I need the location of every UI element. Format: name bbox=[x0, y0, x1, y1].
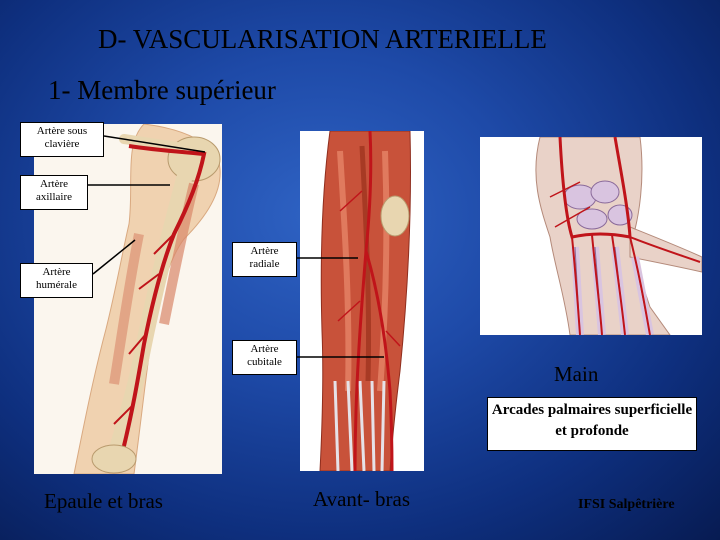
leader-line-sous-claviere bbox=[103, 135, 206, 153]
hand-illustration bbox=[480, 137, 702, 335]
forearm-illustration bbox=[300, 131, 424, 471]
caption-avant-bras: Avant- bras bbox=[313, 487, 410, 511]
slide-title: D- VASCULARISATION ARTERIELLE bbox=[98, 24, 547, 54]
label-radiale: Artère radiale bbox=[232, 242, 297, 277]
caption-epaule-bras: Epaule et bras bbox=[44, 489, 163, 513]
slide-subtitle: 1- Membre supérieur bbox=[48, 75, 276, 105]
leader-line-humerale bbox=[92, 239, 136, 275]
footer-ifsi: IFSI Salpêtrière bbox=[578, 497, 675, 512]
label-humerale: Artère humérale bbox=[20, 263, 93, 298]
label-sous-claviere: Artère sous clavière bbox=[20, 122, 104, 157]
label-arcades-palmaires: Arcades palmaires superficielle et profo… bbox=[487, 397, 697, 451]
label-axillaire: Artère axillaire bbox=[20, 175, 88, 210]
caption-main: Main bbox=[554, 362, 599, 386]
label-cubitale: Artère cubitale bbox=[232, 340, 297, 375]
